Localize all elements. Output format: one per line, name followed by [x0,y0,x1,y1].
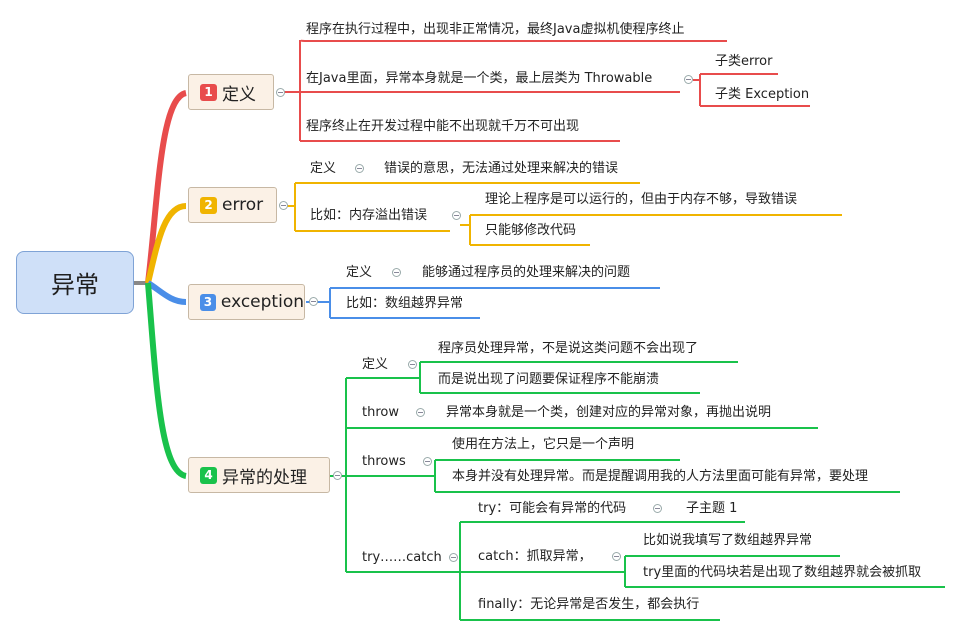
topic-item[interactable]: 定义 [362,357,389,372]
topic-item[interactable]: 定义 [346,265,373,280]
branch-label: exception [220,292,304,312]
collapse-icon[interactable] [416,408,425,417]
branch-number-badge: 2 [200,196,217,214]
root-label: 异常 [51,271,99,299]
branch-label: 定义 [222,84,256,105]
topic-item[interactable]: finally：无论异常是否发生，都会执行 [478,597,700,612]
topic-item[interactable]: throw [362,405,399,420]
collapse-icon[interactable] [279,201,288,210]
topic-item[interactable]: 只能够修改代码 [485,223,577,238]
topic-item[interactable]: 程序员处理异常，不是说这类问题不会出现了 [438,341,699,356]
root-topic[interactable]: 异常 [16,251,134,314]
branch-number-badge: 4 [200,466,217,484]
collapse-icon[interactable] [392,268,401,277]
topic-item[interactable]: try：可能会有异常的代码 [478,501,627,516]
collapse-icon[interactable] [423,457,432,466]
topic-item[interactable]: 子类 Exception [715,87,810,102]
topic-item[interactable]: 在Java里面，异常本身就是一个类，最上层类为 Throwable [306,71,653,86]
topic-item[interactable]: 比如：内存溢出错误 [310,208,428,223]
collapse-icon[interactable] [355,164,364,173]
collapse-icon[interactable] [612,552,621,561]
collapse-icon[interactable] [653,504,662,513]
branch-number-badge: 1 [200,83,217,101]
topic-item[interactable]: 定义 [310,161,337,176]
topic-item[interactable]: try里面的代码块若是出现了数组越界就会被抓取 [643,565,922,580]
collapse-icon[interactable] [684,75,693,84]
branch-error[interactable]: 2 error [188,187,277,223]
topic-item[interactable]: 比如：数组越界异常 [346,296,464,311]
collapse-icon[interactable] [333,471,342,480]
collapse-icon[interactable] [309,297,318,306]
topic-item[interactable]: throws [362,454,406,469]
topic-item[interactable]: 错误的意思，无法通过处理来解决的错误 [384,161,619,176]
topic-item[interactable]: 异常本身就是一个类，创建对应的异常对象，再抛出说明 [446,405,772,420]
topic-item[interactable]: catch：抓取异常， [478,549,592,564]
branch-label: 异常的处理 [222,467,307,488]
topic-item[interactable]: 理论上程序是可以运行的，但由于内存不够，导致错误 [485,192,798,207]
branch-exception[interactable]: 3 exception [188,284,305,320]
branch-definition[interactable]: 1 定义 [188,74,274,110]
branch-exception-handling[interactable]: 4 异常的处理 [188,457,330,493]
collapse-icon[interactable] [449,553,458,562]
topic-item[interactable]: 子类error [715,54,773,69]
topic-item[interactable]: 本身并没有处理异常。而是提醒调用我的人方法里面可能有异常，要处理 [452,469,869,484]
collapse-icon[interactable] [276,88,285,97]
topic-item[interactable]: 子主题 1 [686,501,738,516]
topic-item[interactable]: 而是说出现了问题要保证程序不能崩溃 [438,372,660,387]
branch-label: error [222,195,264,215]
topic-item[interactable]: 能够通过程序员的处理来解决的问题 [422,265,631,280]
topic-item[interactable]: try……catch [362,550,442,565]
topic-item[interactable]: 比如说我填写了数组越界异常 [643,533,813,548]
topic-item[interactable]: 程序终止在开发过程中能不出现就千万不可出现 [306,119,580,134]
collapse-icon[interactable] [408,360,417,369]
collapse-icon[interactable] [452,211,461,220]
topic-item[interactable]: 程序在执行过程中，出现非正常情况，最终Java虚拟机使程序终止 [306,22,685,37]
branch-number-badge: 3 [200,293,216,311]
topic-item[interactable]: 使用在方法上，它只是一个声明 [452,437,635,452]
